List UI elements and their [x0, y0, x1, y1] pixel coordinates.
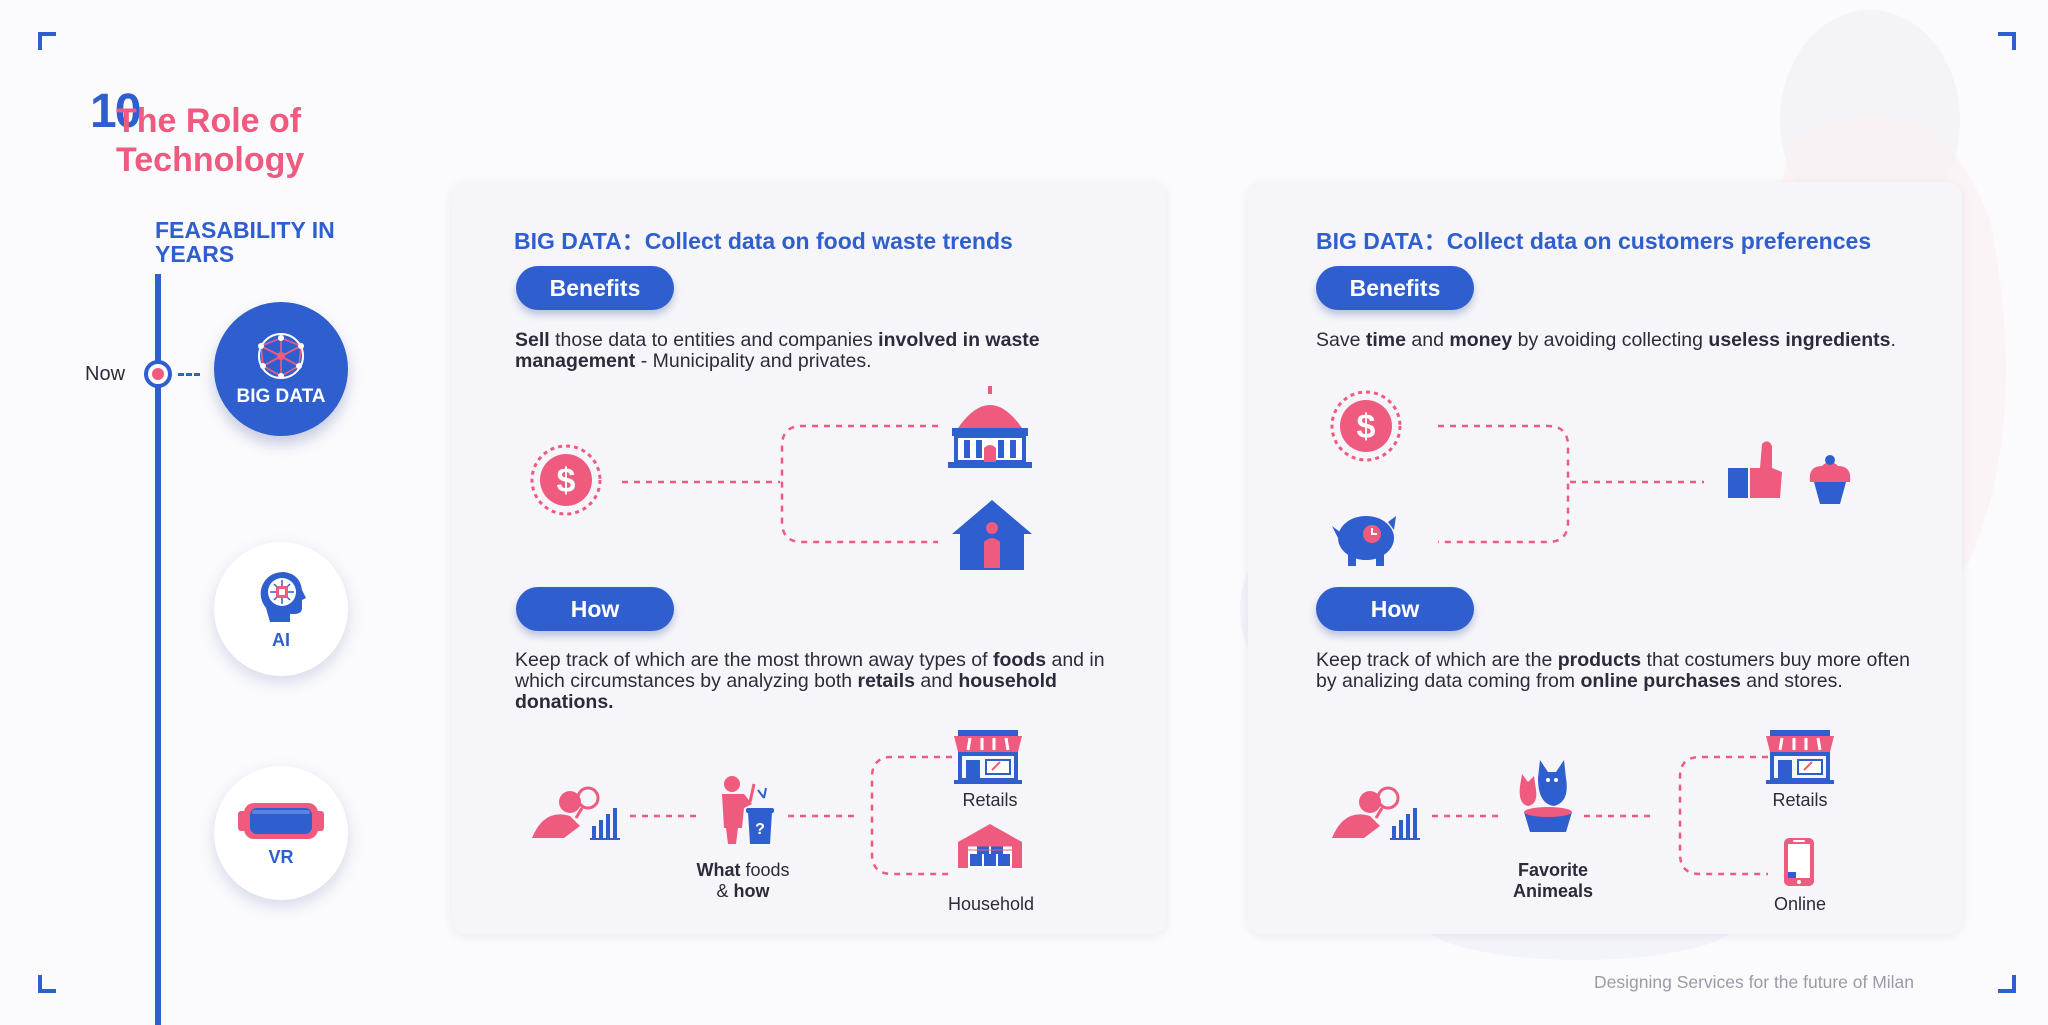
- card-title: BIG DATA：Collect data on customers prefe…: [1316, 228, 1872, 254]
- benefits-text: Save time and money by avoiding collecti…: [1316, 329, 1896, 351]
- benefits-text: Sell those data to entities and companie…: [515, 329, 1040, 372]
- benefits-button[interactable]: Benefits: [516, 266, 674, 310]
- research-analyst-icon: [532, 786, 620, 840]
- card-food-waste-trends: $: [452, 182, 1166, 934]
- ai-head-icon: [260, 571, 306, 622]
- store-icon: [1766, 730, 1834, 784]
- frame-corner-bottom-right: [1998, 975, 2016, 993]
- timeline-line: [155, 274, 161, 1025]
- timeline-item-label: VR: [268, 846, 294, 867]
- how-button[interactable]: How: [1316, 587, 1474, 631]
- network-globe-icon: [258, 333, 304, 379]
- how-text: Keep track of which are the most thrown …: [515, 649, 1105, 713]
- diagram-label-retails: Retails: [962, 790, 1018, 810]
- municipality-icon: [948, 386, 1032, 468]
- page-number: 10: [90, 85, 141, 138]
- research-analyst-icon: [1332, 786, 1420, 840]
- timeline-item-ai[interactable]: AI: [214, 542, 348, 676]
- frame-corner-top-left: [38, 32, 56, 50]
- thumbs-up-icon: [1728, 441, 1782, 498]
- how-text: Keep track of which are the products tha…: [1316, 649, 1910, 692]
- svg-text:$: $: [1357, 408, 1376, 446]
- card-title: BIG DATA：Collect data on food waste tren…: [514, 228, 1013, 254]
- now-connector: [178, 373, 200, 376]
- card-customer-preferences: $: [1248, 182, 1962, 934]
- house-person-icon: [952, 500, 1032, 570]
- footer-text: Designing Services for the future of Mil…: [1594, 972, 1915, 992]
- store-icon: [954, 730, 1022, 784]
- person-trash-bin-icon: ?: [722, 776, 774, 844]
- dollar-coin-icon: $: [1330, 390, 1402, 462]
- cupcake-icon: [1809, 455, 1851, 504]
- diagram-label-favorite-animeals: Favorite Animeals: [1512, 860, 1594, 901]
- svg-text:$: $: [557, 462, 576, 500]
- timeline-label: FEASABILITY IN YEARS: [155, 217, 335, 267]
- frame-corner-top-right: [1998, 32, 2016, 50]
- piggy-bank-icon: [1332, 516, 1396, 566]
- now-label: Now: [85, 363, 126, 385]
- smartphone-icon: [1784, 838, 1814, 886]
- svg-text:?: ?: [755, 821, 765, 838]
- benefits-button[interactable]: Benefits: [1316, 266, 1474, 310]
- now-marker: [144, 360, 172, 388]
- timeline-item-big-data[interactable]: BIG DATA: [214, 302, 348, 436]
- diagram-label-household: Household: [947, 894, 1035, 914]
- timeline-item-label: BIG DATA: [236, 386, 326, 407]
- diagram-label-online: Online: [1773, 894, 1827, 914]
- pets-bowl-icon: [1519, 760, 1572, 832]
- timeline-item-vr[interactable]: VR: [214, 766, 348, 900]
- page-title: The Role of Technology: [116, 102, 305, 179]
- timeline-item-label: AI: [272, 629, 290, 650]
- diagram-label-retails: Retails: [1772, 790, 1828, 810]
- frame-corner-bottom-left: [38, 975, 56, 993]
- diagram-label-what-foods: What foods & how: [696, 860, 790, 901]
- how-button[interactable]: How: [516, 587, 674, 631]
- vr-headset-icon: [238, 802, 324, 839]
- warehouse-icon: [958, 824, 1022, 868]
- dollar-coin-icon: $: [530, 444, 602, 516]
